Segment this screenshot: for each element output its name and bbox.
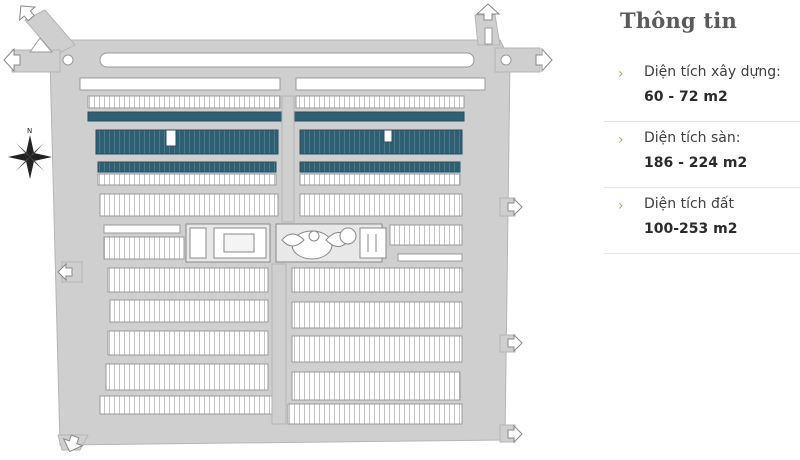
info-item-value: 186 - 224 m2 <box>644 155 748 171</box>
chevron-right-icon: › <box>618 66 624 82</box>
chevron-right-icon: › <box>618 132 624 148</box>
info-item-value: 60 - 72 m2 <box>644 89 728 105</box>
compass-label: N <box>27 127 32 135</box>
info-item-floor-area: › Diện tích sàn: 186 - 224 m2 <box>604 122 800 188</box>
residential-blocks <box>97 173 463 425</box>
internal-roads <box>271 95 295 425</box>
info-panel: Thông tin › Diện tích xây dựng: 60 - 72 … <box>604 0 800 456</box>
divider <box>604 253 800 254</box>
divider <box>604 121 800 122</box>
compass-rose-icon: N <box>8 127 52 179</box>
info-item-label: Diện tích xây dựng: <box>644 64 781 80</box>
highlight-block-c <box>97 161 277 173</box>
info-item-land-area: › Diện tích đất 100-253 m2 <box>604 188 800 254</box>
divider <box>604 187 800 188</box>
highlight-block-b <box>299 129 463 155</box>
highlight-block-strip <box>87 111 465 122</box>
highlight-block-a <box>95 129 279 155</box>
info-item-label: Diện tích đất <box>644 196 734 212</box>
info-item-label: Diện tích sàn: <box>644 130 741 146</box>
info-item-value: 100-253 m2 <box>644 221 738 237</box>
info-item-construction-area: › Diện tích xây dựng: 60 - 72 m2 <box>604 56 800 122</box>
site-plan-map: N <box>3 3 553 453</box>
entry-arrows <box>3 3 553 453</box>
highlight-block-d <box>299 161 461 173</box>
amenity-area <box>185 223 387 263</box>
lot-row-top <box>87 95 465 122</box>
highlighted-blocks <box>95 129 463 173</box>
chevron-right-icon: › <box>618 198 624 214</box>
info-title: Thông tin <box>620 8 737 33</box>
